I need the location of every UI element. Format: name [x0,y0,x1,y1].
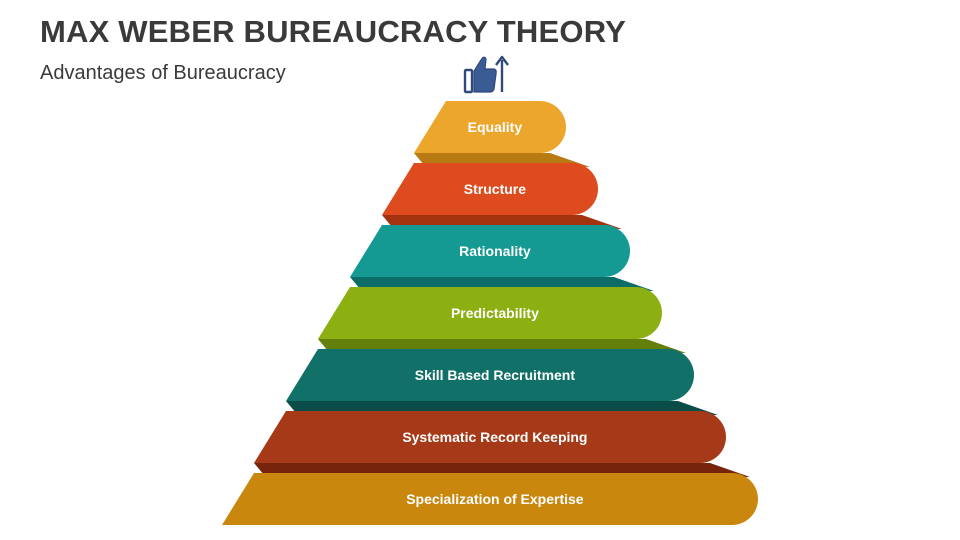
pyramid-level-label: Skill Based Recruitment [415,367,576,383]
pyramid-level: Structure [382,163,598,215]
thumbs-up-growth-icon [463,55,509,94]
pyramid-level: Predictability [318,287,662,339]
pyramid-level-label: Equality [468,119,523,135]
pyramid-band [286,349,694,401]
pyramid-band [318,287,662,339]
pyramid-band [350,225,630,277]
pyramid-level-label: Rationality [459,243,531,259]
pyramid-level: Skill Based Recruitment [286,349,694,401]
pyramid-band [382,163,598,215]
pyramid-level-label: Specialization of Expertise [406,491,584,507]
pyramid-level-label: Structure [464,181,526,197]
pyramid-band [254,411,726,463]
pyramid-band [414,101,566,153]
page-subtitle: Advantages of Bureaucracy [40,62,286,84]
pyramid-band [222,473,758,525]
pyramid-level: Specialization of Expertise [222,473,758,525]
pyramid-level-label: Predictability [451,305,539,321]
pyramid-level: Equality [414,101,566,153]
pyramid-level: Rationality [350,225,630,277]
pyramid-level: Systematic Record Keeping [254,411,726,463]
page-title: MAX WEBER BUREAUCRACY THEORY [40,14,627,49]
pyramid-level-label: Systematic Record Keeping [402,429,587,445]
